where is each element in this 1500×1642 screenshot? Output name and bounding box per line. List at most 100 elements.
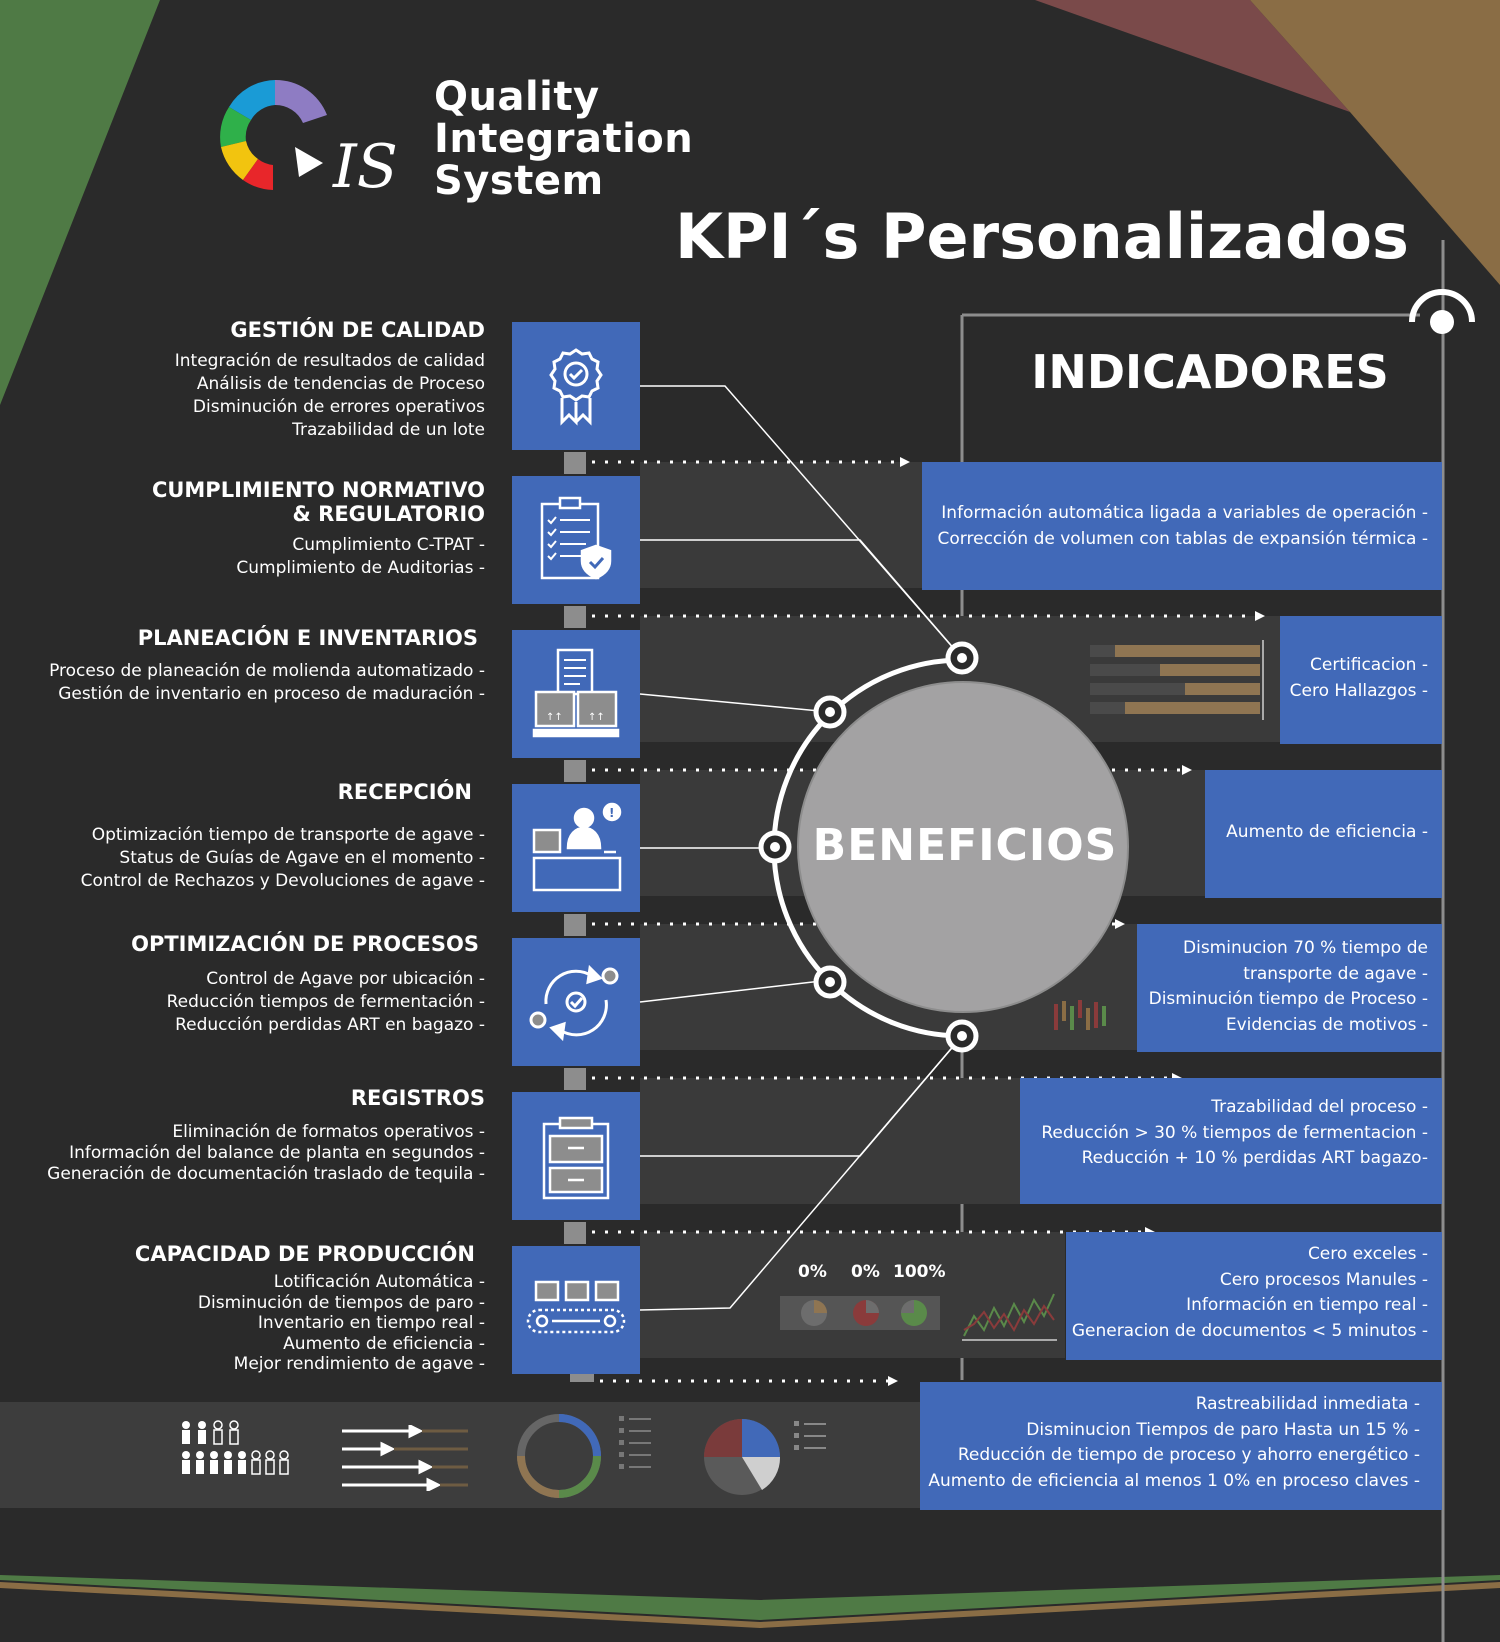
category-item: Información del balance de planta en seg… bbox=[69, 1143, 485, 1163]
indicator-line: Disminucion 70 % tiempo de bbox=[1183, 938, 1428, 958]
category-item: Gestión de inventario en proceso de madu… bbox=[58, 684, 485, 704]
category-item: Cumplimiento C-TPAT - bbox=[292, 535, 485, 555]
page-title: KPI´s Personalizados bbox=[675, 200, 1409, 273]
icon-box-quality bbox=[512, 322, 640, 450]
indicator-line: Disminución tiempo de Proceso - bbox=[1148, 989, 1428, 1009]
category-title-line2: & REGULATORIO bbox=[292, 502, 485, 526]
indicator-box-5: Trazabilidad del proceso - Reducción > 3… bbox=[1020, 1078, 1442, 1204]
category-title: REGISTROS bbox=[350, 1086, 485, 1110]
svg-text:↑↑: ↑↑ bbox=[546, 712, 563, 723]
indicator-box-2: Certificacion - Cero Hallazgos - bbox=[1280, 616, 1442, 744]
records-cabinet-icon bbox=[542, 1116, 610, 1200]
quality-badge-icon bbox=[549, 348, 603, 426]
indicator-box-6: Cero exceles - Cero procesos Manules - I… bbox=[1066, 1232, 1442, 1360]
indicator-line: Certificacion - bbox=[1310, 655, 1428, 675]
indicator-line: Reducción > 30 % tiempos de fermentacion… bbox=[1041, 1122, 1428, 1143]
category-item: Trazabilidad de un lote bbox=[292, 420, 485, 440]
process-gears-icon bbox=[529, 964, 619, 1042]
indicator-line: Información en tiempo real - bbox=[1186, 1295, 1428, 1315]
bar-chart-icon bbox=[1090, 640, 1264, 720]
row-band-6 bbox=[640, 1078, 1020, 1204]
connector-square bbox=[564, 1068, 586, 1090]
indicator-line: Rastreabilidad inmediata - bbox=[1195, 1394, 1420, 1414]
category-item: Reducción perdidas ART en bagazo - bbox=[175, 1015, 485, 1035]
svg-text:↑↑: ↑↑ bbox=[588, 712, 605, 723]
line-chart-icon bbox=[962, 1293, 1057, 1341]
category-item: Disminución de tiempos de paro - bbox=[197, 1292, 485, 1313]
category-item: Status de Guías de Agave en el momento - bbox=[119, 848, 485, 868]
indicator-line: Información automática ligada a variable… bbox=[941, 503, 1428, 523]
indicator-box-3: Aumento de eficiencia - bbox=[1205, 770, 1442, 898]
people-icons bbox=[182, 1420, 289, 1475]
connector-square bbox=[564, 760, 586, 782]
row-band-7 bbox=[640, 1232, 1065, 1358]
category-production-items: Lotificación Automática - Disminución de… bbox=[198, 1272, 485, 1375]
category-item: Control de Agave por ubicación - bbox=[206, 969, 485, 989]
indicator-line: Aumento de eficiencia al menos 1 0% en p… bbox=[928, 1470, 1420, 1491]
category-item: Aumento de eficiencia - bbox=[283, 1333, 485, 1354]
category-item: Optimización tiempo de transporte de aga… bbox=[91, 825, 485, 845]
indicator-line: Cero Hallazgos - bbox=[1289, 680, 1428, 701]
icon-box-reception: ! bbox=[512, 784, 640, 912]
category-title: OPTIMIZACIÓN DE PROCESOS bbox=[131, 932, 479, 956]
icon-box-records bbox=[512, 1092, 640, 1220]
connector-square bbox=[564, 1222, 586, 1244]
category-item: Integración de resultados de calidad bbox=[174, 351, 485, 371]
percent-label-3: 100% bbox=[893, 1262, 946, 1282]
category-item: Inventario en tiempo real - bbox=[257, 1313, 485, 1333]
indicator-line: Reducción de tiempo de proceso y ahorro … bbox=[957, 1445, 1420, 1465]
brand-line-3: System bbox=[434, 158, 604, 204]
category-production: CAPACIDAD DE PRODUCCIÓN bbox=[135, 1242, 475, 1274]
category-item: Cumplimiento de Auditorias - bbox=[236, 558, 485, 578]
indicator-line: Cero procesos Manules - bbox=[1219, 1269, 1428, 1290]
indicators-title: INDICADORES bbox=[1031, 345, 1389, 399]
indicator-line: Trazabilidad del proceso - bbox=[1211, 1097, 1428, 1117]
category-title: GESTIÓN DE CALIDAD bbox=[230, 318, 485, 342]
category-compliance: CUMPLIMIENTO NORMATIVO & REGULATORIO Cum… bbox=[152, 478, 485, 580]
compliance-clipboard-icon bbox=[540, 496, 612, 580]
connector-square bbox=[564, 914, 586, 936]
category-item: Eliminación de formatos operativos - bbox=[172, 1122, 485, 1142]
category-item: Disminución de errores operativos bbox=[192, 397, 485, 417]
beneficios-label: BENEFICIOS bbox=[812, 820, 1118, 871]
category-item: Mejor rendimiento de agave - bbox=[233, 1354, 485, 1374]
indicator-line: Aumento de eficiencia - bbox=[1226, 822, 1428, 842]
category-quality: GESTIÓN DE CALIDAD Integración de result… bbox=[175, 318, 485, 442]
candles-chart-icon bbox=[1054, 1000, 1106, 1030]
indicator-line: Disminucion Tiempos de paro Hasta un 15 … bbox=[1026, 1419, 1420, 1440]
category-item: Reducción tiempos de fermentación - bbox=[166, 992, 485, 1012]
indicator-box-7: Rastreabilidad inmediata - Disminucion T… bbox=[920, 1382, 1442, 1510]
icon-box-process bbox=[512, 938, 640, 1066]
category-inventory: PLANEACIÓN E INVENTARIOS bbox=[138, 626, 478, 658]
category-item: Generación de documentación traslado de … bbox=[47, 1164, 485, 1184]
category-title: RECEPCIÓN bbox=[337, 780, 472, 804]
logo-letters: IS bbox=[332, 132, 398, 202]
indicator-line: Generacion de documentos < 5 minutos - bbox=[1071, 1320, 1428, 1341]
icon-box-compliance bbox=[512, 476, 640, 604]
qis-logo: IS bbox=[220, 79, 398, 202]
indicator-line: Cero exceles - bbox=[1307, 1244, 1428, 1264]
pie-chart-icon bbox=[704, 1419, 826, 1495]
svg-text:!: ! bbox=[609, 806, 614, 820]
row-band-2 bbox=[640, 462, 925, 588]
percent-label-1: 0% bbox=[798, 1262, 827, 1282]
category-process: OPTIMIZACIÓN DE PROCESOS bbox=[131, 932, 479, 964]
icon-box-production bbox=[512, 1246, 640, 1374]
production-conveyor-icon bbox=[526, 1280, 626, 1334]
indicator-box-1: Información automática ligada a variable… bbox=[922, 462, 1442, 590]
category-title: CAPACIDAD DE PRODUCCIÓN bbox=[134, 1242, 475, 1266]
indicator-box-4: Disminucion 70 % tiempo de transporte de… bbox=[1137, 924, 1442, 1052]
category-title: CUMPLIMIENTO NORMATIVO bbox=[151, 478, 485, 502]
category-item: Lotificación Automática - bbox=[273, 1272, 485, 1292]
indicator-line: transporte de agave - bbox=[1243, 963, 1428, 984]
category-reception-items: Optimización tiempo de transporte de aga… bbox=[81, 824, 485, 893]
category-process-items: Control de Agave por ubicación - Reducci… bbox=[167, 968, 485, 1037]
indicator-line: Corrección de volumen con tablas de expa… bbox=[937, 528, 1428, 549]
arrows-chart-icon bbox=[342, 1425, 468, 1491]
category-title: PLANEACIÓN E INVENTARIOS bbox=[137, 626, 478, 650]
connector-square bbox=[564, 606, 586, 628]
connector-square bbox=[564, 452, 586, 474]
icon-box-inventory: ↑↑ ↑↑ bbox=[512, 630, 640, 758]
indicator-line: Evidencias de motivos - bbox=[1225, 1014, 1428, 1035]
